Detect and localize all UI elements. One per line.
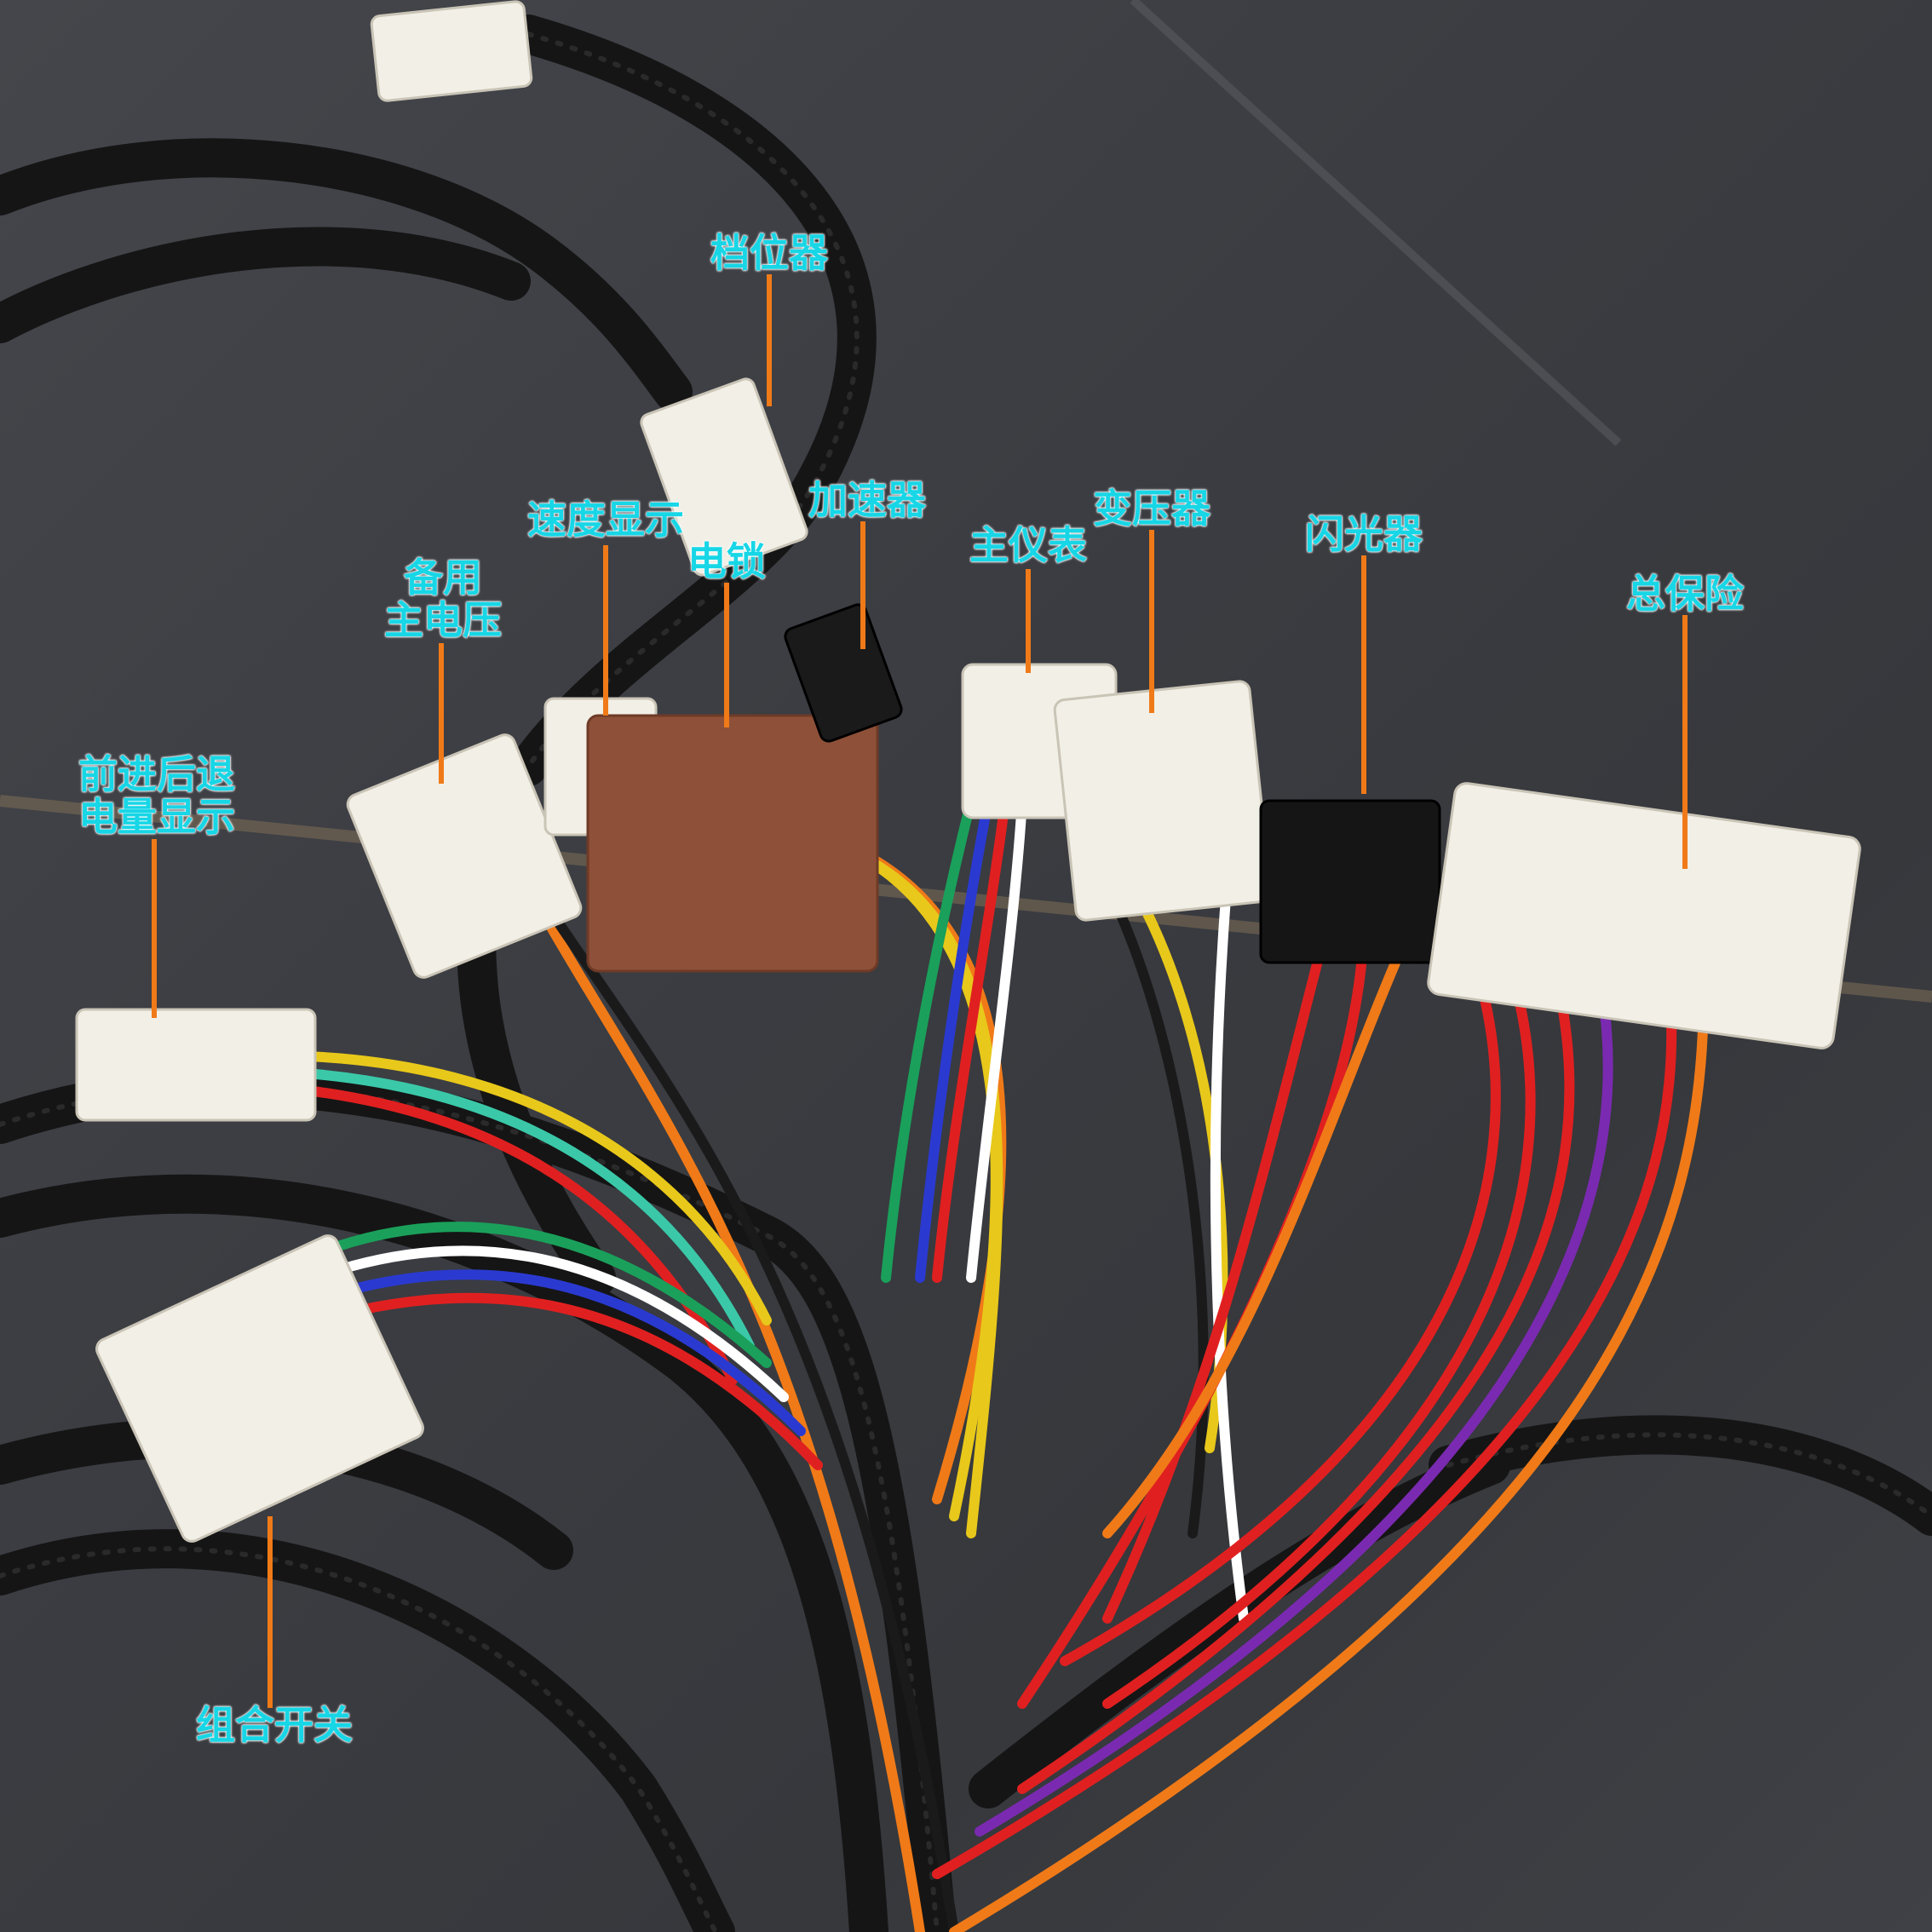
- label-accelerator: 加速器: [808, 477, 926, 523]
- leader-speed-display: [603, 545, 608, 716]
- label-combo-switch: 组合开关: [196, 1702, 353, 1748]
- leader-transformer: [1149, 530, 1154, 713]
- label-fwd-rev-battery: 前进后退 电量显示: [78, 753, 235, 838]
- label-spare-main-voltage-line2: 主电压: [384, 597, 502, 643]
- leader-fwd-rev-battery: [152, 839, 157, 1018]
- label-flasher: 闪光器: [1305, 511, 1423, 557]
- leader-accelerator: [860, 521, 865, 649]
- label-transformer: 变压器: [1093, 486, 1210, 532]
- label-spare-main-voltage-line1: 备用: [404, 555, 482, 601]
- label-main-fuse: 总保险: [1626, 571, 1744, 617]
- label-ignition-lock: 电锁: [687, 538, 766, 584]
- leader-ignition-lock: [724, 583, 729, 727]
- label-spare-main-voltage: 备用 主电压: [384, 556, 502, 641]
- label-gear-selector: 档位器: [710, 230, 828, 276]
- leader-main-instrument: [1026, 569, 1031, 673]
- leader-spare-main-voltage: [439, 643, 444, 784]
- label-speed-display: 速度显示: [527, 497, 684, 543]
- leader-combo-switch: [267, 1516, 273, 1708]
- label-fwd-rev-battery-line1: 前进后退: [78, 751, 235, 797]
- leader-flasher: [1361, 555, 1366, 794]
- label-main-instrument: 主仪表: [969, 522, 1087, 568]
- leader-main-fuse: [1682, 615, 1688, 869]
- leader-gear-selector: [767, 274, 772, 406]
- label-fwd-rev-battery-line2: 电量显示: [78, 794, 235, 840]
